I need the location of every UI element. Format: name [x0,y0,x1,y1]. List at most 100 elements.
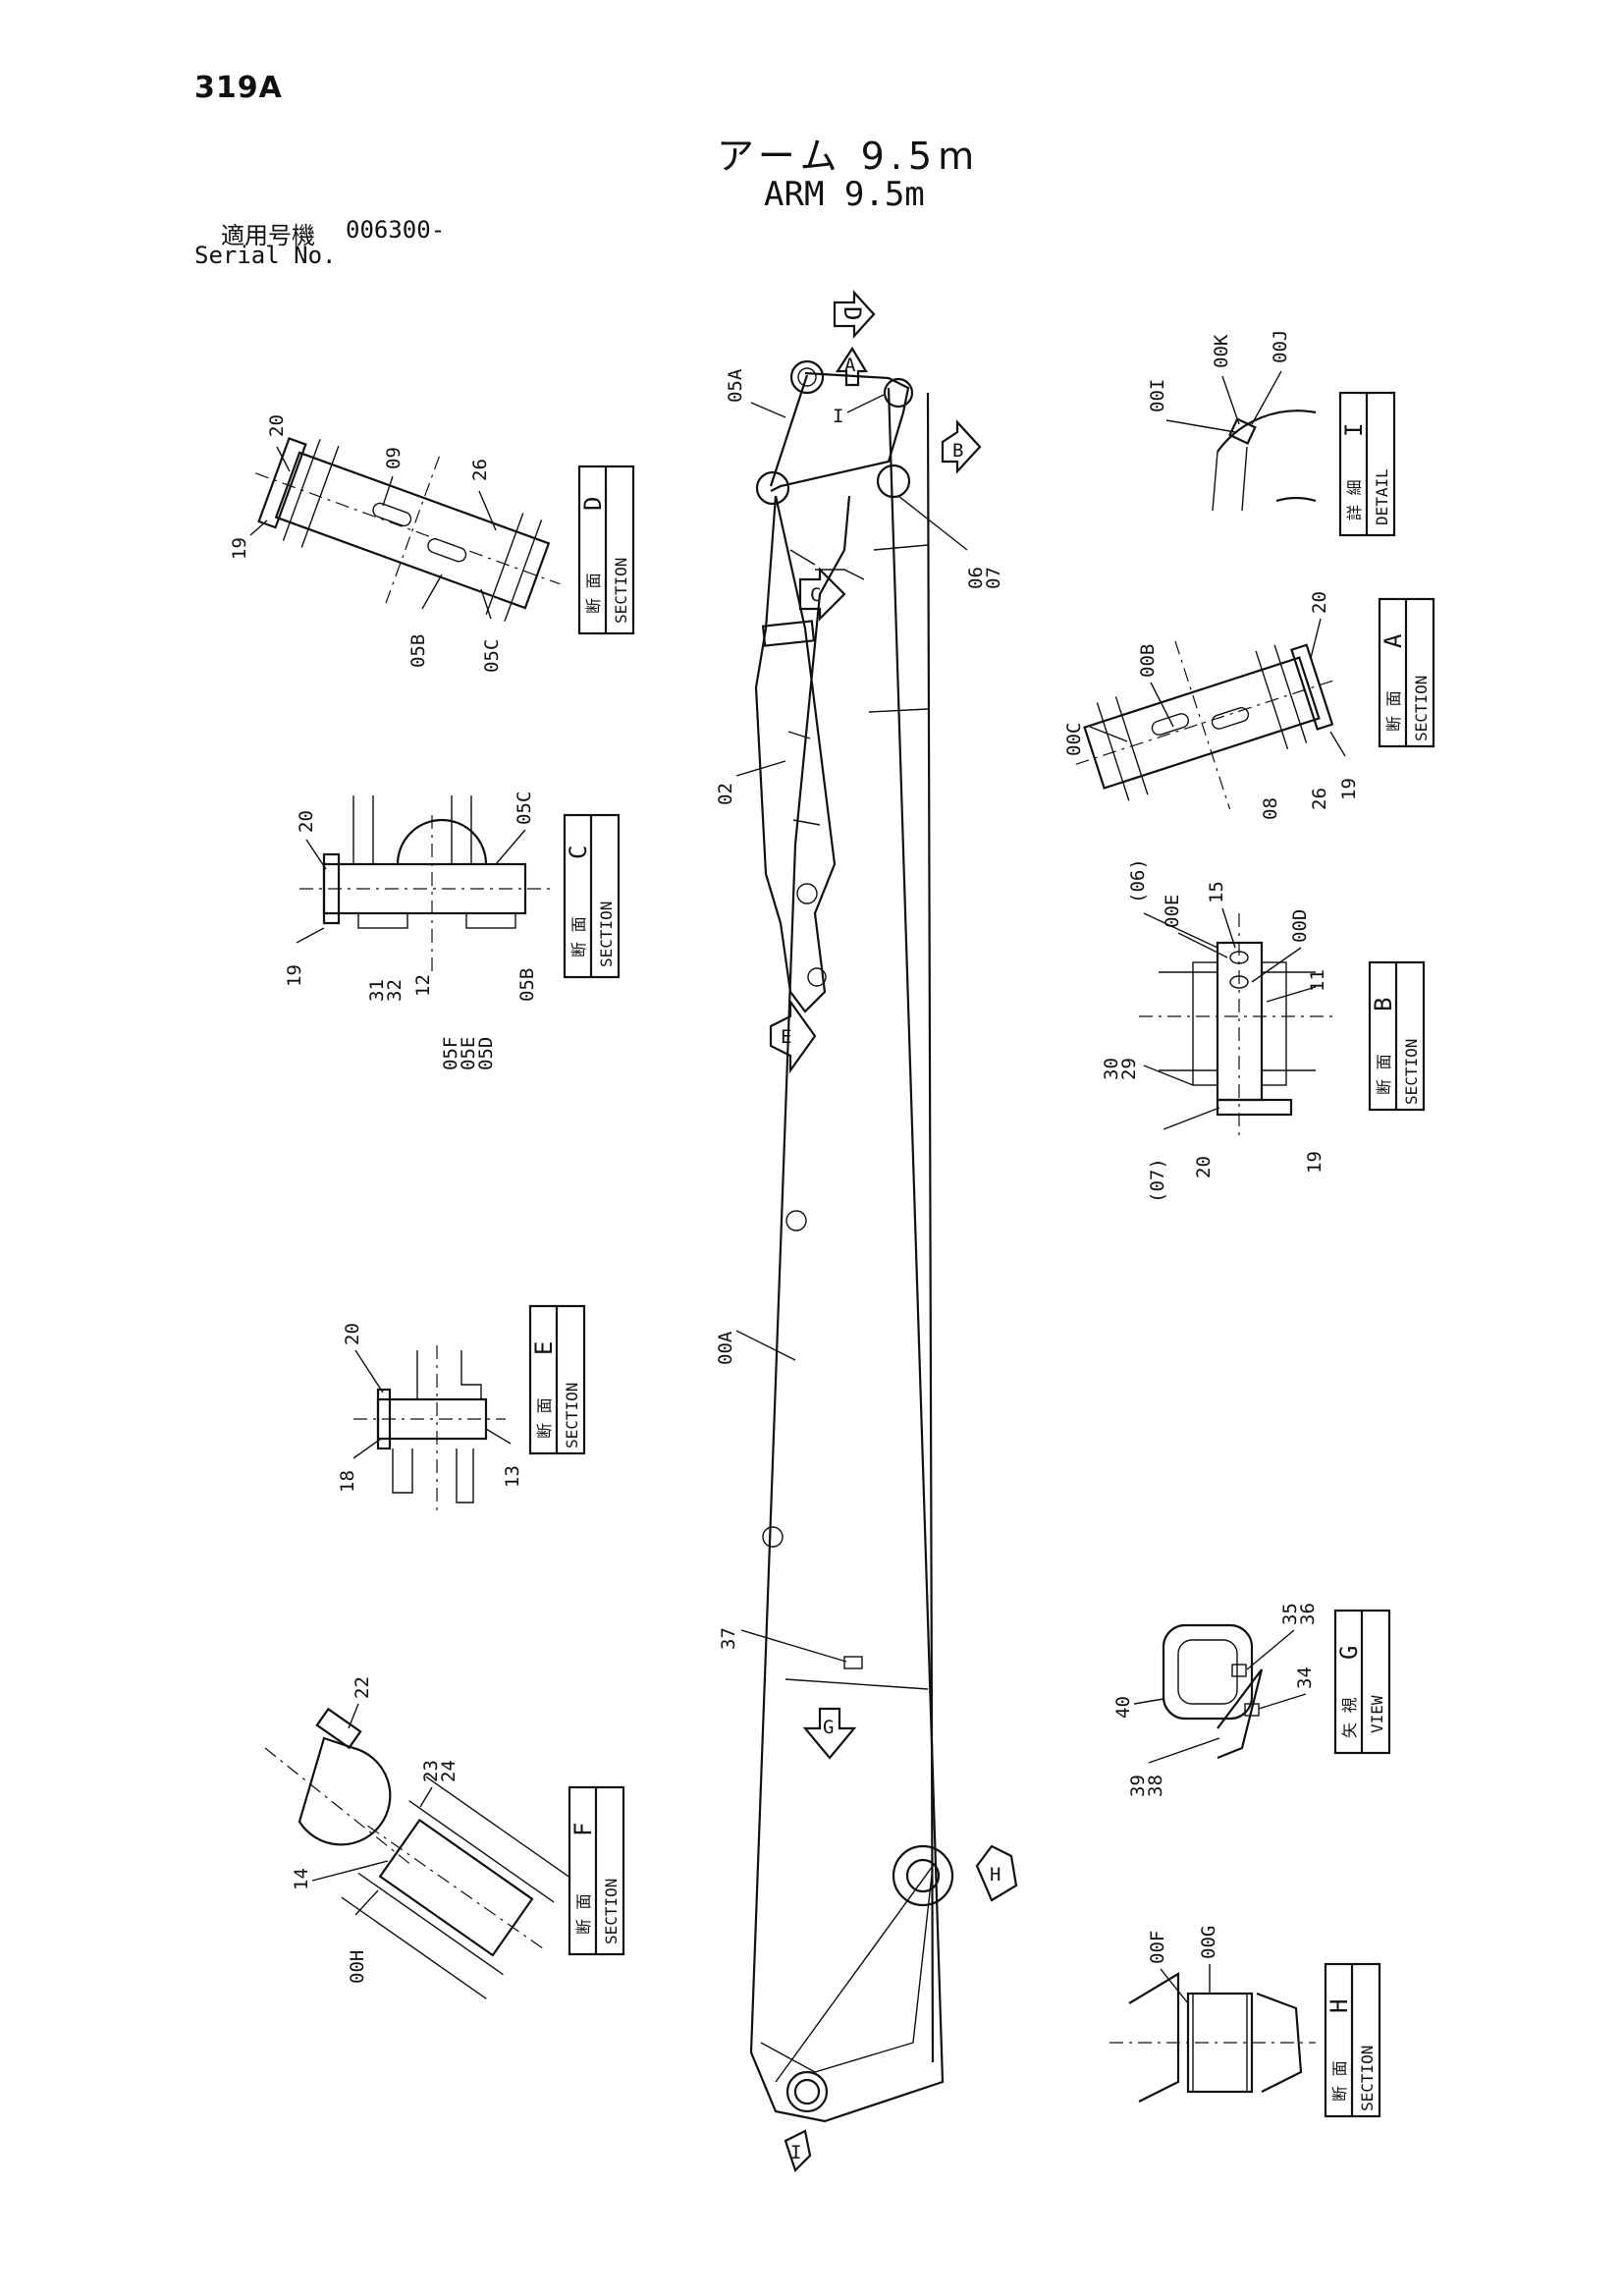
part-label-section_e-labels-l18: 18 [337,1470,358,1493]
detail-i-arc-inner [1275,496,1317,503]
part-label-section_d-labels-l09: 09 [383,447,405,469]
part-label-section_d-en: SECTION [612,558,630,624]
part-label-section_b-labels-l19: 19 [1304,1151,1325,1174]
arrow-H-icon [975,1844,1018,1902]
part-label-section_b-labels-l30: 30 [1101,1058,1122,1080]
label-37: 37 [718,1627,739,1650]
section-d-centerlines [255,456,561,605]
part-label-section_b-labels-l00E: 00E [1162,895,1183,928]
part-label-section_c-jp: 断 面 [569,916,588,957]
part-label-section_e-labels-l13: 13 [502,1465,523,1488]
section-h: 00F 00G 断 面 SECTION H [1109,1926,1381,2118]
section-c-walls [352,795,472,864]
section-f: 22 23 24 14 00H 断 面 SECTION F [264,1676,625,1999]
part-label-detail_i-jp: 詳 細 [1345,479,1364,520]
arrow-C-icon [798,567,846,622]
section-f-walls [341,1776,571,1999]
section-e: 20 18 13 断 面 SECTION E [337,1304,586,1512]
view-g-window-inner [1177,1639,1238,1705]
label-00A: 00A [715,1331,736,1365]
arm-body-outline [749,387,945,2123]
detail-i-walls [1212,446,1248,512]
section-f-centerline [367,1825,546,1950]
part-label-section_a-labels-l00B: 00B [1137,644,1159,678]
link-left [769,374,809,487]
section-e-walls [416,1350,482,1399]
serial-number: 006300- [346,216,446,244]
part-label-section_c-labels-l31: 31 [366,979,388,1002]
section-h-right [1256,1992,1303,2093]
arm-stiffeners [868,544,929,713]
arm-boss [892,1844,954,1907]
arrow-G-label: G [823,1717,834,1738]
part-label-view_g-labels-l34: 34 [1294,1667,1316,1689]
bucket-cylinder [754,495,837,1013]
part-label-section_d-jp: 断 面 [584,573,603,614]
view-g-window [1162,1623,1254,1721]
part-label-section_e-en: SECTION [563,1383,581,1449]
section-b: (06) 00E 15 00D 11 30 29 (07) 20 19 断 面 … [1101,858,1426,1203]
label-06: 06 [965,567,987,589]
arrow-E-label: E [781,1026,791,1048]
link-pin-right [876,464,911,499]
section-a-centerlines [1075,640,1338,810]
serial-label-japanese: 適用号機 [221,222,315,249]
part-label-detail_i-letter: I [1340,423,1368,437]
arm-body-inner [926,392,935,2063]
view-g-part [1231,1664,1247,1677]
section-b-boss-right [1261,961,1287,1086]
part-label-view_g-labels-l38: 38 [1145,1775,1166,1797]
arrow-G-icon [802,1707,857,1760]
arm-tip-pin [785,2070,829,2113]
part-label-section_c-labels-l12: 12 [412,974,434,997]
part-label-section_f-labels-l24: 24 [438,1760,460,1782]
part-label-section_b-letter: B [1370,998,1397,1011]
arrow-I-label: I [790,2142,801,2163]
part-label-section_e-jp: 断 面 [535,1397,554,1439]
section-b-centerlines [1139,913,1335,1139]
section-c-centerlines [299,815,550,972]
part-label-section_d-labels-l05B: 05B [407,634,429,668]
part-label-section_c-labels-l05C: 05C [514,792,535,825]
detail-i-part [1228,417,1257,445]
part-label-view_g-letter: G [1335,1646,1363,1660]
part-label-view_g-en: VIEW [1368,1695,1386,1733]
part-label-section_a-labels-l08: 08 [1260,797,1281,820]
arm-cross-line [784,1678,929,1690]
part-label-section_a-labels-l26: 26 [1309,788,1330,810]
arm-tip-pin-inner [793,2078,821,2105]
detail-i: 00I 00K 00J 詳 細 DETAIL I [1147,330,1396,537]
part-label-section_h-letter: H [1325,1999,1353,2013]
part-label-section_h-labels-l00G: 00G [1198,1926,1219,1959]
part-label-section_b-labels-l07: (07) [1147,1158,1168,1203]
part-label-view_g-labels-l39: 39 [1127,1775,1149,1797]
part-label-section_e-letter: E [530,1341,558,1355]
cylinder-bracket [815,569,865,580]
part-label-section_e-labels-l20: 20 [342,1323,363,1345]
part-label-section_c-labels-l32: 32 [384,979,406,1002]
arrow-B-label: B [952,440,963,462]
arm-lug-1 [785,1210,807,1231]
arrow-E-icon [769,998,817,1074]
part-label-section_a-en: SECTION [1412,676,1431,741]
part-label-section_d-labels-l05C: 05C [481,639,503,673]
section-b-plate [1216,1098,1293,1117]
section-b-bushes [1159,971,1316,1071]
part-label-detail_i-labels-l00K: 00K [1211,334,1232,368]
arrow-D-label: D [839,306,866,320]
part-label-section_f-en: SECTION [602,1879,621,1944]
detail-i-arc-outer [1217,410,1317,453]
arrow-C-label: C [810,584,821,606]
part-label-section_b-labels-l06: (06) [1127,858,1149,903]
part-label-section_b-jp: 断 面 [1375,1054,1393,1095]
part-label-view_g-labels-l40: 40 [1112,1696,1134,1719]
part-label-section_f-labels-l00H: 00H [347,1950,368,1984]
part-label-section_a-labels-l00C: 00C [1063,723,1085,756]
section-c-bush-left [357,912,408,929]
arm-boss-inner [905,1858,941,1893]
part-label-section_c-labels-l05B: 05B [516,968,538,1002]
section-c-bush-right [465,912,516,929]
part-label-section_c-letter: C [565,846,592,859]
part-label-section_d-letter: D [579,497,607,511]
